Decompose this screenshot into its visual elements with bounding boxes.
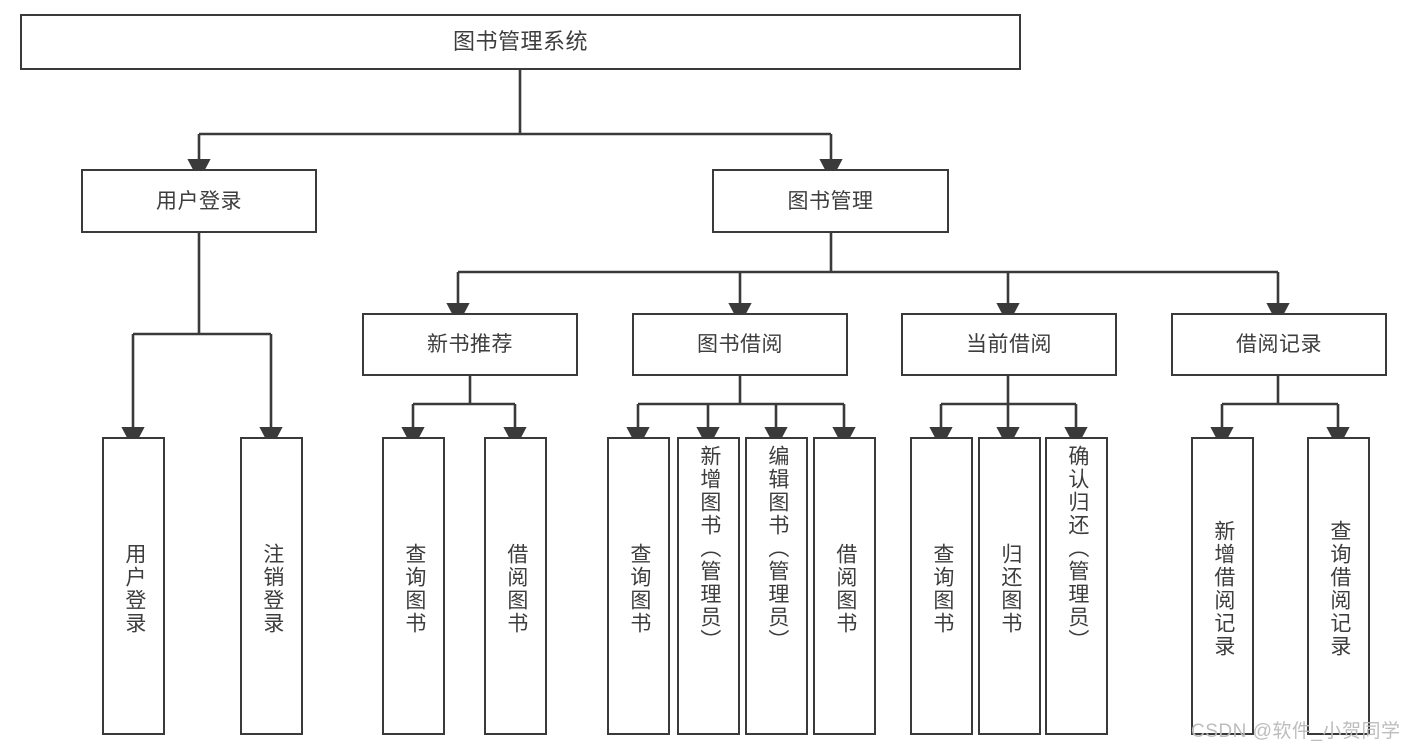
node-new-book-recommend-label: 新书推荐 — [427, 333, 513, 356]
leaf-book-borrow-query-book-label: 查询图书 — [627, 543, 651, 635]
leaf-current-borrow-query-book-label: 查询图书 — [930, 543, 954, 635]
leaf-current-borrow-confirm-return-label: 确认归还（管理员） — [1065, 445, 1089, 652]
leaf-user-login-signin-label: 用户登录 — [122, 543, 146, 635]
leaf-current-borrow-return-book-label: 归还图书 — [998, 543, 1022, 635]
leaf-book-borrow-borrow-book[interactable]: 借阅图书 — [813, 437, 876, 735]
node-book-borrow-label: 图书借阅 — [697, 333, 783, 356]
csdn-watermark: CSDN @软件_小贺同学 — [1191, 721, 1401, 742]
node-book-manage-label: 图书管理 — [787, 189, 874, 213]
node-current-borrow-label: 当前借阅 — [966, 333, 1052, 356]
leaf-book-borrow-add-book[interactable]: 新增图书（管理员） — [677, 437, 740, 735]
node-root-system-label: 图书管理系统 — [452, 29, 588, 54]
node-book-manage[interactable]: 图书管理 — [712, 169, 949, 233]
node-root-system[interactable]: 图书管理系统 — [20, 14, 1021, 70]
node-borrow-record-label: 借阅记录 — [1236, 333, 1322, 356]
leaf-current-borrow-confirm-return[interactable]: 确认归还（管理员） — [1045, 437, 1108, 735]
leaf-new-book-query-book-label: 查询图书 — [402, 543, 426, 635]
leaf-user-login-signout[interactable]: 注销登录 — [240, 437, 303, 735]
leaf-current-borrow-query-book[interactable]: 查询图书 — [910, 437, 973, 735]
leaf-new-book-borrow-book-label: 借阅图书 — [504, 543, 528, 635]
leaf-book-borrow-add-book-label: 新增图书（管理员） — [697, 445, 721, 652]
node-new-book-recommend[interactable]: 新书推荐 — [362, 313, 578, 376]
leaf-current-borrow-return-book[interactable]: 归还图书 — [978, 437, 1041, 735]
leaf-book-borrow-edit-book[interactable]: 编辑图书（管理员） — [745, 437, 808, 735]
leaf-user-login-signin[interactable]: 用户登录 — [102, 437, 165, 735]
node-user-login[interactable]: 用户登录 — [81, 169, 317, 233]
leaf-book-borrow-borrow-book-label: 借阅图书 — [833, 543, 857, 635]
leaf-borrow-record-query-record-label: 查询借阅记录 — [1327, 520, 1351, 658]
node-current-borrow[interactable]: 当前借阅 — [901, 313, 1117, 376]
leaf-user-login-signout-label: 注销登录 — [260, 543, 284, 635]
node-user-login-label: 用户登录 — [156, 189, 242, 213]
leaf-borrow-record-query-record[interactable]: 查询借阅记录 — [1307, 437, 1370, 735]
node-book-borrow[interactable]: 图书借阅 — [632, 313, 848, 376]
leaf-new-book-borrow-book[interactable]: 借阅图书 — [484, 437, 547, 735]
leaf-borrow-record-add-record[interactable]: 新增借阅记录 — [1191, 437, 1254, 735]
node-borrow-record[interactable]: 借阅记录 — [1171, 313, 1387, 376]
leaf-borrow-record-add-record-label: 新增借阅记录 — [1211, 520, 1235, 658]
leaf-book-borrow-edit-book-label: 编辑图书（管理员） — [765, 445, 789, 652]
leaf-new-book-query-book[interactable]: 查询图书 — [382, 437, 445, 735]
leaf-book-borrow-query-book[interactable]: 查询图书 — [607, 437, 670, 735]
